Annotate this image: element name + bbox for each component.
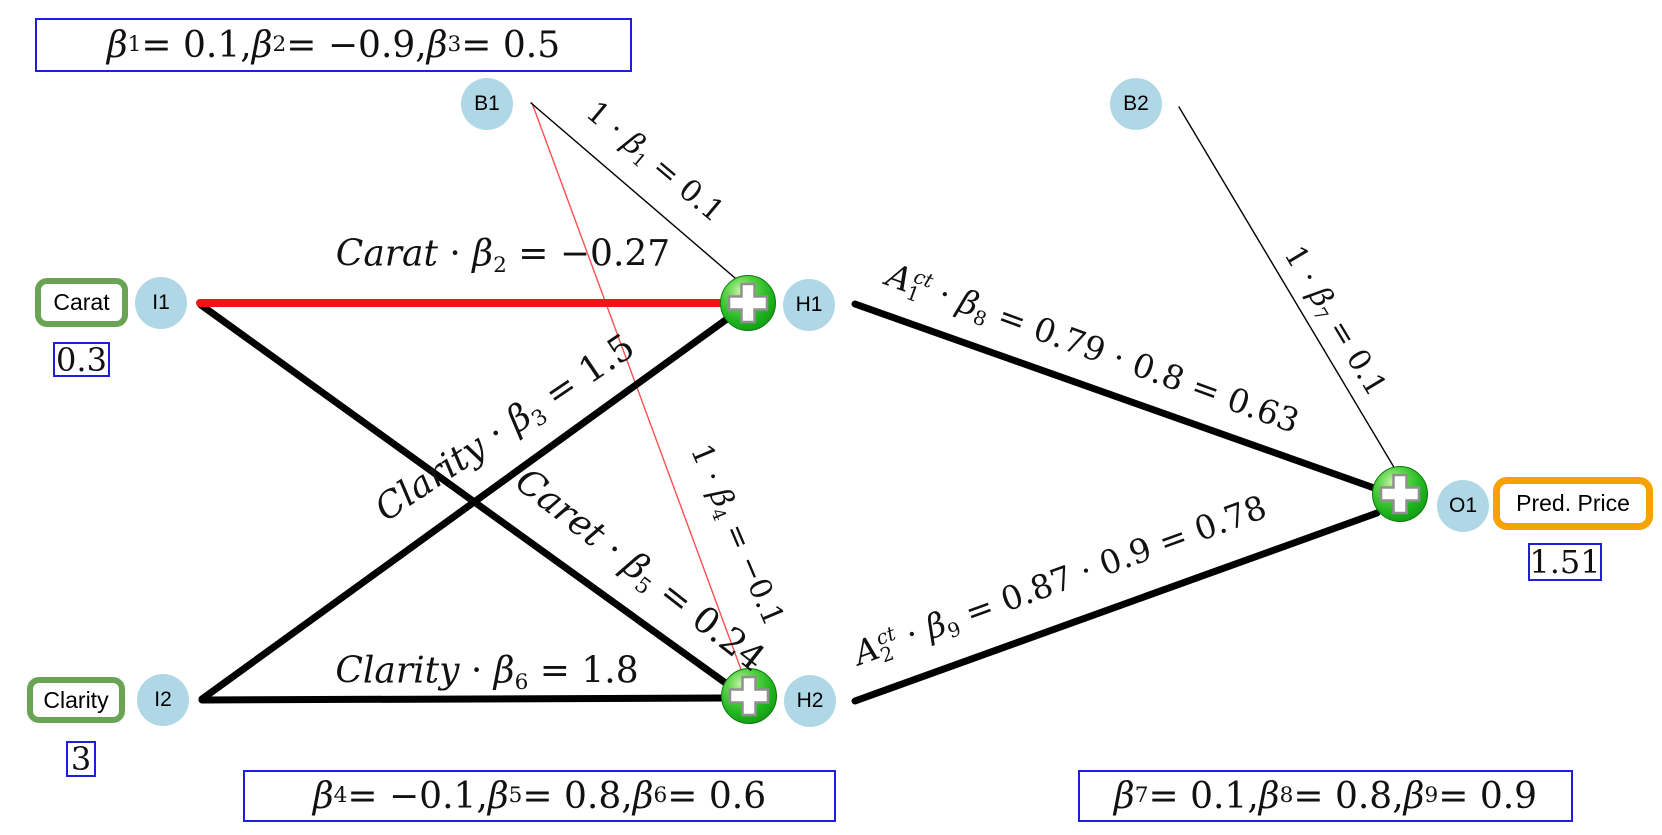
plus-icon: [727, 282, 769, 324]
output-label-pred-price: Pred. Price: [1493, 477, 1653, 530]
node-i1: I1: [135, 277, 187, 329]
edge-label-i1-h1: Carat · β2 = −0.27: [335, 233, 671, 278]
output-value-pred-price: 1.51: [1528, 543, 1602, 581]
node-o1: O1: [1437, 480, 1489, 532]
edge-h1-o1: [851, 300, 1381, 493]
node-b1: B1: [461, 78, 513, 130]
edge-b1-h2: [531, 102, 747, 684]
input-value-carat: 0.3: [53, 341, 110, 379]
edge-b1-h1: [530, 102, 750, 291]
edge-i1-h2: [197, 301, 742, 696]
edge-h2-o1: [851, 509, 1381, 705]
sum-node-h2: [721, 668, 777, 724]
node-h2: H2: [784, 675, 836, 727]
edge-b2-o1: [1178, 106, 1399, 475]
plus-icon: [728, 675, 770, 717]
plus-icon: [1379, 473, 1421, 515]
node-b2: B2: [1110, 78, 1162, 130]
sum-node-o1: [1372, 466, 1428, 522]
edge-label-i2-h2: Clarity · β6 = 1.8: [335, 650, 639, 695]
node-h1: H1: [783, 279, 835, 331]
edge-i2-h2: [198, 694, 728, 704]
input-label-clarity: Clarity: [27, 677, 125, 723]
input-value-clarity: 3: [66, 740, 96, 778]
node-i2: I2: [137, 674, 189, 726]
input-label-carat: Carat: [35, 278, 128, 327]
edge-i2-h1: [198, 307, 742, 703]
sum-node-h1: [720, 275, 776, 331]
